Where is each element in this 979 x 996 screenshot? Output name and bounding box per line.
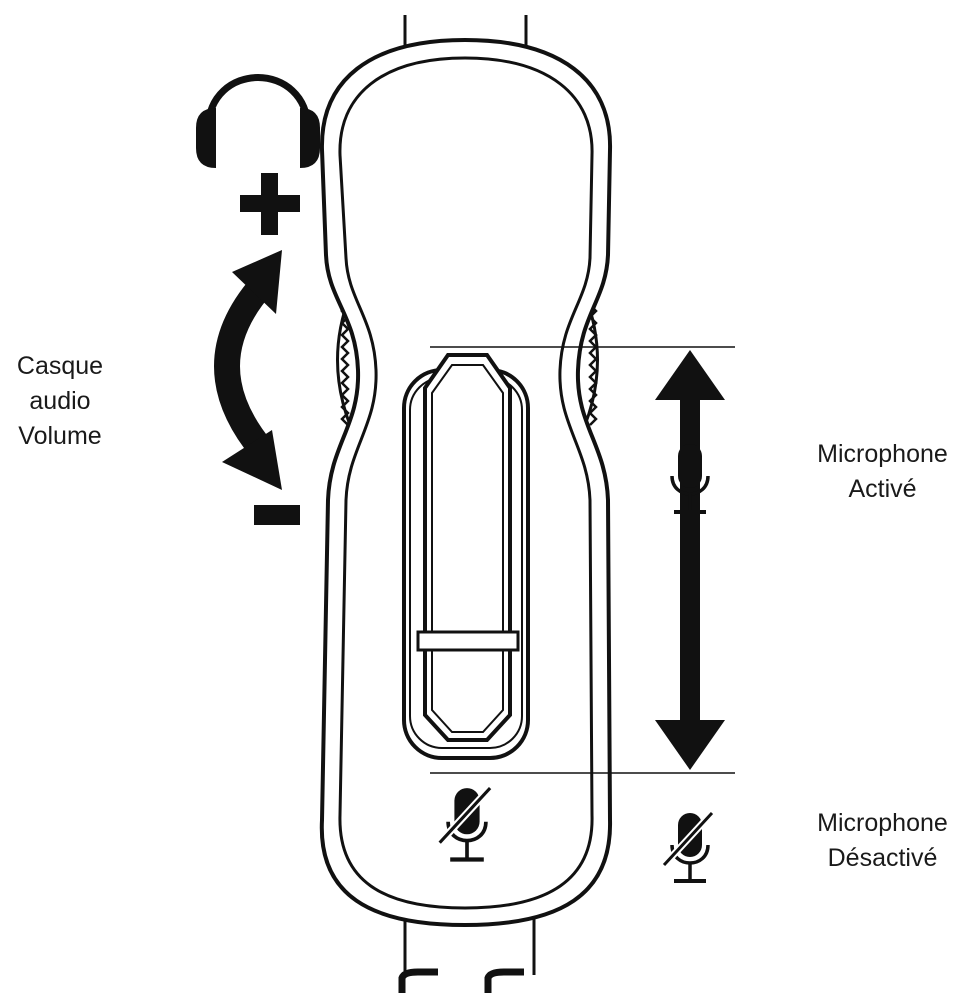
- body-muted-mic-icon: [436, 785, 493, 859]
- headset-volume-label-line3: Volume: [18, 422, 102, 450]
- headphones-icon: [196, 74, 320, 168]
- vertical-double-arrow-icon: [655, 350, 725, 770]
- curved-double-arrow-icon: [214, 250, 282, 490]
- mic-off-label-line2: Désactivé: [827, 844, 938, 872]
- mute-slider-switch[interactable]: [402, 353, 530, 760]
- mic-off-label-line1: Microphone: [817, 809, 948, 837]
- plus-icon: [240, 173, 300, 235]
- mic-on-label-line2: Activé: [848, 475, 917, 503]
- headset-volume-label-line1: Casque: [16, 352, 104, 380]
- mic-on-label-line1: Microphone: [817, 440, 948, 468]
- microphone-icon: [670, 442, 710, 514]
- microphone-muted-icon: [661, 810, 715, 883]
- headset-volume-label-line2: audio: [29, 387, 91, 415]
- cable-bottom: [398, 915, 536, 993]
- minus-icon: [254, 505, 300, 525]
